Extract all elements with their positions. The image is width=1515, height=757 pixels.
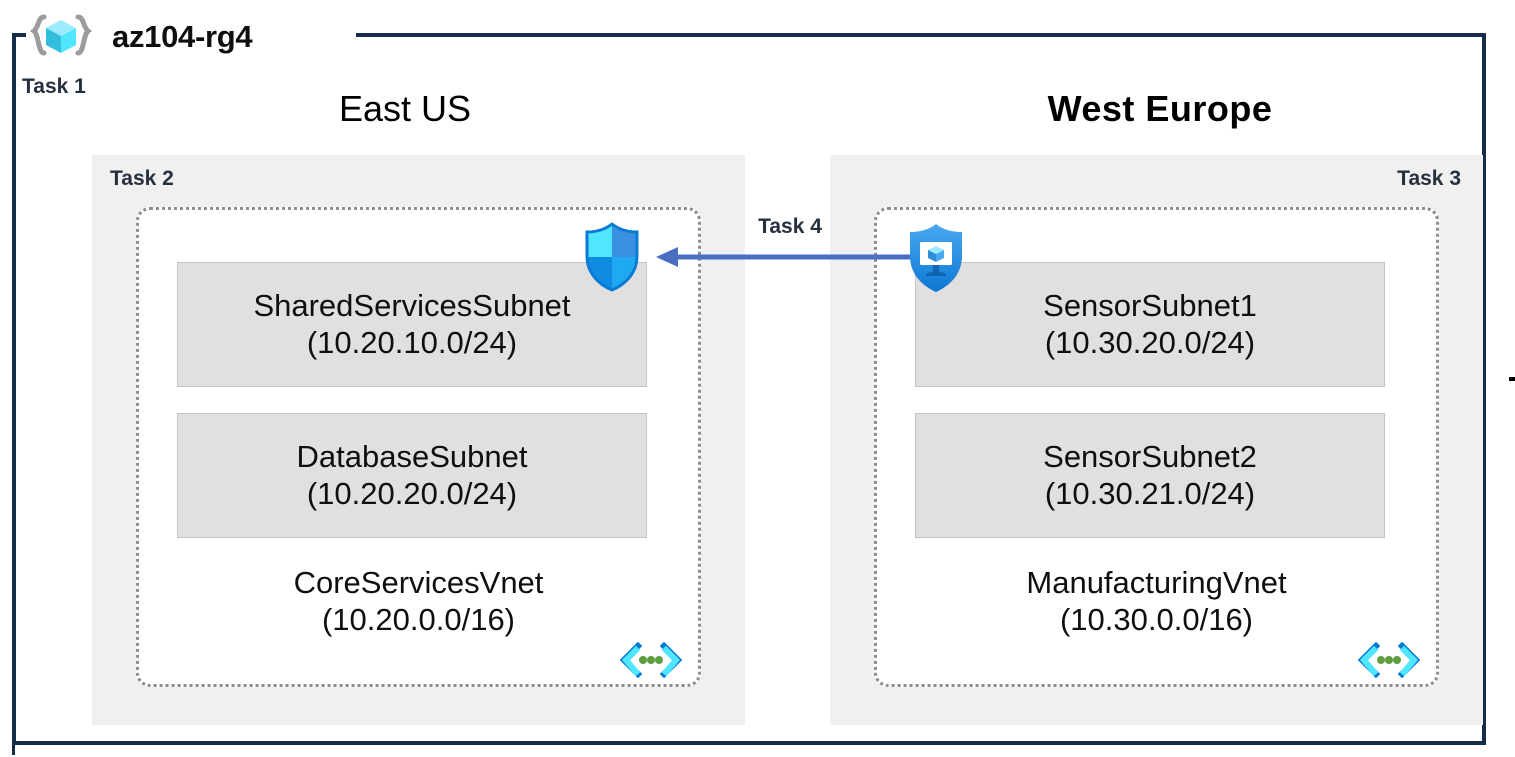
subnet-databasesubnet: DatabaseSubnet (10.20.20.0/24) [177, 413, 647, 538]
vnet-box-manufacturingvnet: SensorSubnet1 (10.30.20.0/24) SensorSubn… [874, 207, 1439, 687]
task-1-label: Task 1 [22, 75, 86, 98]
resource-group-name: az104-rg4 [112, 19, 253, 54]
region-box-east-us: Task 2 SharedServicesSubnet (10.20.10.0/… [92, 155, 745, 725]
subnet-name: DatabaseSubnet [296, 438, 528, 474]
task1-leader-line [12, 37, 15, 755]
subnet-cidr: (10.30.21.0/24) [1044, 475, 1256, 511]
subnet-cidr: (10.20.20.0/24) [306, 475, 518, 511]
vnet-name: ManufacturingVnet [1026, 565, 1287, 600]
subnet-name: SensorSubnet1 [1043, 287, 1257, 323]
bastion-shield-monitor-icon [905, 222, 967, 294]
resource-group-cube-icon [28, 13, 94, 61]
task-3-label: Task 3 [1397, 167, 1461, 190]
vnet-cidr: (10.20.0.0/16) [321, 601, 516, 637]
virtual-network-icon [618, 638, 684, 682]
task-4-label: Task 4 [758, 215, 822, 238]
vnet-name: CoreServicesVnet [293, 565, 544, 600]
vnet-caption-coreservicesvnet: CoreServicesVnet (10.20.0.0/16) [139, 565, 698, 638]
network-security-group-shield-icon [583, 222, 641, 292]
vnet-box-coreservicesvnet: SharedServicesSubnet (10.20.10.0/24) Dat… [136, 207, 701, 687]
subnet-sensorsubnet2: SensorSubnet2 (10.30.21.0/24) [915, 413, 1385, 538]
edge-tick-mark [1509, 377, 1515, 381]
subnet-cidr: (10.20.10.0/24) [306, 324, 518, 360]
subnet-name: SensorSubnet2 [1043, 438, 1257, 474]
vnet-peering-arrow [650, 237, 930, 277]
subnet-name: SharedServicesSubnet [253, 287, 571, 323]
region-title-west-europe: West Europe [1047, 88, 1273, 129]
vnet-caption-manufacturingvnet: ManufacturingVnet (10.30.0.0/16) [877, 565, 1436, 638]
subnet-sharedservicessubnet: SharedServicesSubnet (10.20.10.0/24) [177, 262, 647, 387]
task-2-label: Task 2 [110, 167, 174, 190]
region-title-east-us: East US [338, 88, 472, 129]
subnet-cidr: (10.30.20.0/24) [1044, 324, 1256, 360]
subnet-sensorsubnet1: SensorSubnet1 (10.30.20.0/24) [915, 262, 1385, 387]
virtual-network-icon [1356, 638, 1422, 682]
vnet-cidr: (10.30.0.0/16) [1059, 601, 1254, 637]
